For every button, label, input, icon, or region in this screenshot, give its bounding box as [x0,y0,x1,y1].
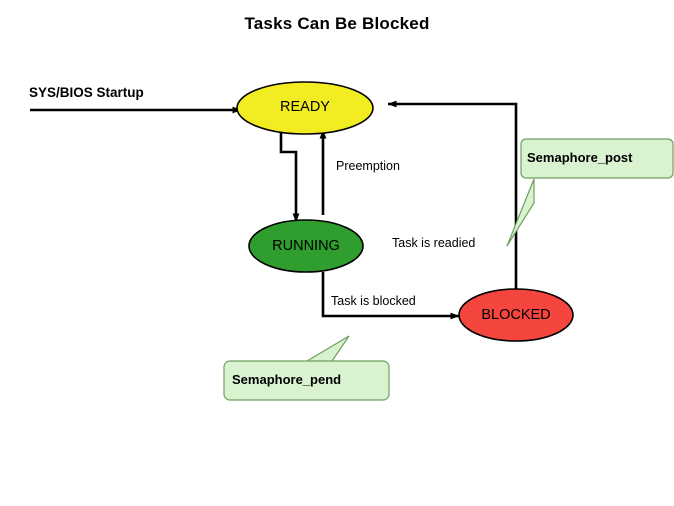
page-title: Tasks Can Be Blocked [244,14,430,33]
startup-label: SYS/BIOS Startup [29,85,144,100]
callout-tail-semaphore-post [506,178,535,247]
state-label-ready: READY [280,99,330,115]
state-node-ready[interactable] [236,81,374,135]
edge-running-to-blocked [321,272,460,320]
state-node-blocked[interactable] [458,288,574,342]
callout-box-semaphore-post [520,138,674,179]
edge-label-task-is-blocked: Task is blocked [331,294,416,308]
callout-tail-semaphore-pend [299,335,350,365]
state-node-running[interactable] [248,219,364,273]
edge-label-preemption: Preemption [336,159,400,173]
callout-box-semaphore-pend [223,360,390,401]
state-label-blocked: BLOCKED [481,307,551,323]
edge-blocked-to-ready [387,100,518,296]
edge-label-task-is-readied: Task is readied [392,236,476,250]
callout-label-semaphore-post: Semaphore_post [527,150,633,165]
edge-ready-to-running [279,133,300,223]
state-label-running: RUNNING [272,238,340,254]
callout-label-semaphore-pend: Semaphore_pend [232,372,342,387]
